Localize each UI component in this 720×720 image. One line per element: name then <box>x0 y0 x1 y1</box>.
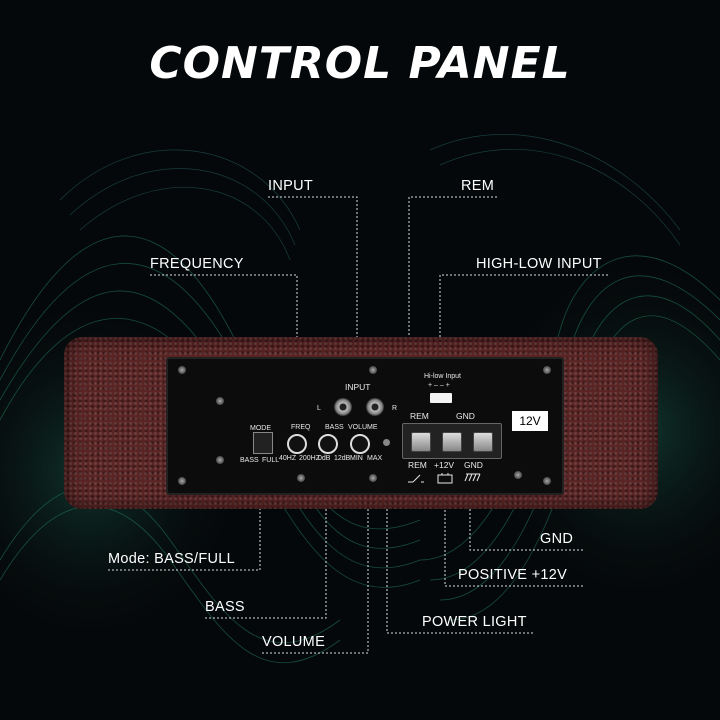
screw-icon <box>216 456 224 464</box>
screw-icon <box>297 474 305 482</box>
rca-right-jack[interactable] <box>366 398 384 416</box>
terminal-screw-12v[interactable] <box>442 432 462 452</box>
panel-input-label: INPUT <box>345 382 371 392</box>
callout-bass: BASS <box>205 599 245 615</box>
terminal-screw-gnd[interactable] <box>473 432 493 452</box>
callout-high-low-input: HIGH-LOW INPUT <box>476 256 602 272</box>
battery-icon <box>437 473 453 484</box>
terminal-symbols <box>408 473 481 484</box>
freq-knob[interactable] <box>287 434 307 454</box>
ground-icon <box>464 473 481 482</box>
terminal-screw-rem[interactable] <box>411 432 431 452</box>
screw-icon <box>369 474 377 482</box>
mode-switch[interactable] <box>253 432 273 454</box>
callout-input: INPUT <box>268 178 313 194</box>
mode-bass-label: BASS <box>240 457 259 464</box>
callout-rem: REM <box>461 178 495 194</box>
callout-positive-12v: POSITIVE +12V <box>458 567 568 583</box>
panel-r-label: R <box>392 405 398 412</box>
bass-min-label: 0dB <box>318 455 331 462</box>
screw-icon <box>178 366 186 374</box>
freq-min-label: 40HZ <box>279 455 297 462</box>
screw-icon <box>178 477 186 485</box>
rem-label: REM <box>408 460 427 470</box>
panel-l-label: L <box>317 405 321 412</box>
hilow-pins-label: + – – + <box>428 382 450 389</box>
hilow-label: Hi-low Input <box>424 373 461 380</box>
callout-frequency: FREQUENCY <box>150 256 244 272</box>
panel-mode-label: MODE <box>250 425 271 432</box>
rca-left-jack[interactable] <box>334 398 352 416</box>
bass-label: BASS <box>325 424 344 431</box>
power-led-icon <box>383 439 390 446</box>
mode-full-label: FULL <box>262 457 280 464</box>
volume-max-label: MAX <box>367 455 383 462</box>
hilow-connector[interactable] <box>430 393 452 403</box>
screw-icon <box>514 471 522 479</box>
callout-gnd: GND <box>540 531 574 547</box>
callout-power-light: POWER LIGHT <box>422 614 527 630</box>
gnd-top-label: GND <box>456 411 475 421</box>
bass-max-label: 12dB <box>334 455 351 462</box>
bass-knob[interactable] <box>318 434 338 454</box>
rem-top-label: REM <box>410 411 429 421</box>
page-title: CONTROL PANEL <box>149 38 571 89</box>
freq-max-label: 200HZ <box>299 455 321 462</box>
callout-mode: Mode: BASS/FULL <box>108 551 235 567</box>
callout-volume: VOLUME <box>262 634 326 650</box>
freq-label: FREQ <box>291 424 311 431</box>
volume-label: VOLUME <box>348 424 378 431</box>
screw-icon <box>543 477 551 485</box>
screw-icon <box>369 366 377 374</box>
voltage-badge: 12V <box>512 411 548 431</box>
screw-icon <box>543 366 551 374</box>
volume-min-label: MIN <box>350 455 363 462</box>
power-terminal-block <box>402 423 502 459</box>
switch-icon <box>408 474 424 483</box>
gnd-label: GND <box>464 460 483 470</box>
screw-icon <box>216 397 224 405</box>
volume-knob[interactable] <box>350 434 370 454</box>
control-panel-plate <box>166 357 564 495</box>
plus12-label: +12V <box>434 460 455 470</box>
